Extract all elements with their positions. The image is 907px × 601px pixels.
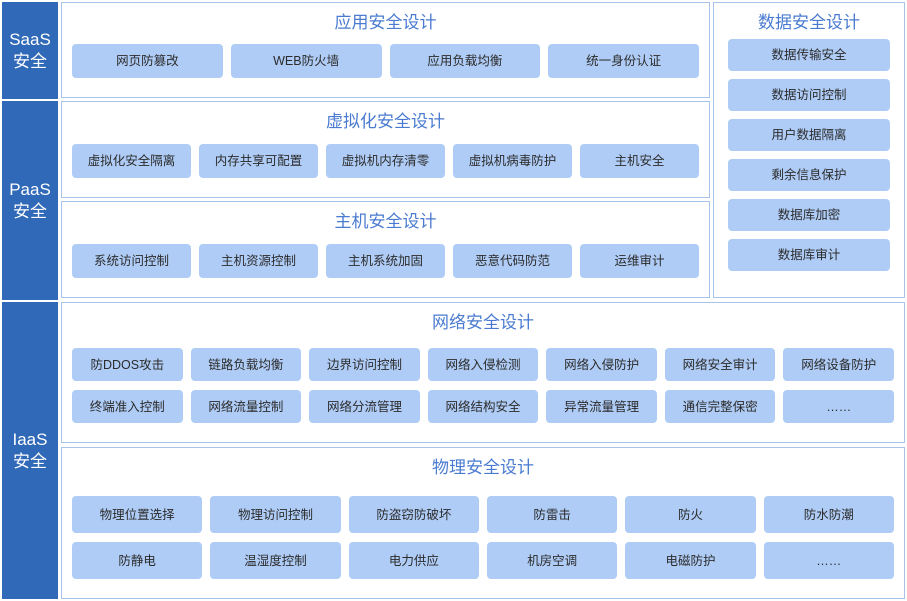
panel-host-security-title: 主机安全设计 xyxy=(334,212,437,231)
chip-item[interactable]: 网络安全审计 xyxy=(664,348,776,381)
panel-physical-security-title: 物理安全设计 xyxy=(432,458,534,477)
chip-row: 防静电 温湿度控制 电力供应 机房空调 电磁防护 …… xyxy=(72,542,894,579)
panel-physical-security: 物理安全设计 物理位置选择 物理访问控制 防盗窃防破坏 防雷击 防火 防水防潮 … xyxy=(61,447,905,599)
panel-host-security-rows: 系统访问控制 主机资源控制 主机系统加固 恶意代码防范 运维审计 xyxy=(72,244,699,278)
sidebar-item-saas[interactable]: SaaS 安全 xyxy=(2,2,58,99)
chip-item[interactable]: WEB防火墙 xyxy=(230,44,382,78)
chip-item-ellipsis[interactable]: …… xyxy=(763,542,894,579)
sidebar-item-iaas-line1: IaaS xyxy=(12,429,48,449)
panel-data-security: 数据安全设计 数据传输安全 数据访问控制 用户数据隔离 剩余信息保护 数据库加密… xyxy=(713,2,905,298)
chip-item[interactable]: 通信完整保密 xyxy=(664,390,776,423)
sidebar-item-paas-line2: 安全 xyxy=(13,201,47,221)
chip-item[interactable]: 网络流量控制 xyxy=(190,390,302,423)
chip-item[interactable]: 网络设备防护 xyxy=(783,348,895,381)
panel-data-security-rows: 数据传输安全 数据访问控制 用户数据隔离 剩余信息保护 数据库加密 数据库审计 xyxy=(728,39,890,271)
chip-row: 数据传输安全 xyxy=(728,39,890,71)
sidebar-item-saas-line2: 安全 xyxy=(13,51,47,71)
sidebar-item-iaas-line2: 安全 xyxy=(13,451,47,471)
chip-item[interactable]: 防DDOS攻击 xyxy=(72,348,183,381)
chip-item[interactable]: 防水防潮 xyxy=(763,496,894,533)
panel-application-security-title: 应用安全设计 xyxy=(334,13,437,32)
panel-network-security: 网络安全设计 防DDOS攻击 链路负载均衡 边界访问控制 网络入侵检测 网络入侵… xyxy=(61,302,905,443)
chip-row: 物理位置选择 物理访问控制 防盗窃防破坏 防雷击 防火 防水防潮 xyxy=(72,496,894,533)
chip-item[interactable]: 数据访问控制 xyxy=(728,79,890,111)
sidebar-item-paas-line1: PaaS xyxy=(9,179,51,199)
chip-item[interactable]: 防静电 xyxy=(72,542,203,579)
chip-item[interactable]: 虚拟化安全隔离 xyxy=(72,144,191,178)
chip-row: 网页防篡改 WEB防火墙 应用负载均衡 统一身份认证 xyxy=(72,44,699,78)
chip-item[interactable]: 剩余信息保护 xyxy=(728,159,890,191)
panel-physical-security-rows: 物理位置选择 物理访问控制 防盗窃防破坏 防雷击 防火 防水防潮 防静电 温湿度… xyxy=(72,496,894,579)
panel-network-security-rows: 防DDOS攻击 链路负载均衡 边界访问控制 网络入侵检测 网络入侵防护 网络安全… xyxy=(72,348,895,423)
chip-item[interactable]: 虚拟机病毒防护 xyxy=(453,144,572,178)
chip-item[interactable]: 主机系统加固 xyxy=(326,244,445,278)
chip-item[interactable]: 物理访问控制 xyxy=(210,496,341,533)
chip-item[interactable]: 统一身份认证 xyxy=(548,44,699,78)
chip-item[interactable]: 虚拟机内存清零 xyxy=(326,144,445,178)
chip-row: 系统访问控制 主机资源控制 主机系统加固 恶意代码防范 运维审计 xyxy=(72,244,699,278)
sidebar-item-paas[interactable]: PaaS 安全 xyxy=(2,101,58,300)
chip-item[interactable]: 数据传输安全 xyxy=(728,39,890,71)
chip-item[interactable]: 链路负载均衡 xyxy=(190,348,302,381)
chip-item[interactable]: 网络入侵防护 xyxy=(546,348,657,381)
chip-row: 用户数据隔离 xyxy=(728,119,890,151)
panel-network-security-title: 网络安全设计 xyxy=(432,313,534,332)
chip-item[interactable]: 运维审计 xyxy=(580,244,699,278)
sidebar-item-iaas[interactable]: IaaS 安全 xyxy=(2,302,58,599)
chip-item[interactable]: 内存共享可配置 xyxy=(199,144,318,178)
panel-data-security-title: 数据安全设计 xyxy=(758,13,860,32)
chip-item[interactable]: 网络分流管理 xyxy=(309,390,420,423)
chip-item[interactable]: 防盗窃防破坏 xyxy=(348,496,479,533)
chip-row: 数据访问控制 xyxy=(728,79,890,111)
chip-item[interactable]: 主机资源控制 xyxy=(199,244,318,278)
chip-row: 虚拟化安全隔离 内存共享可配置 虚拟机内存清零 虚拟机病毒防护 主机安全 xyxy=(72,144,699,178)
chip-item[interactable]: 系统访问控制 xyxy=(72,244,191,278)
chip-item[interactable]: 网络入侵检测 xyxy=(427,348,539,381)
chip-row: 数据库加密 xyxy=(728,199,890,231)
chip-item[interactable]: 防火 xyxy=(625,496,756,533)
chip-item[interactable]: 网页防篡改 xyxy=(72,44,223,78)
chip-item[interactable]: 数据库加密 xyxy=(728,199,890,231)
chip-item[interactable]: 终端准入控制 xyxy=(72,390,183,423)
chip-item[interactable]: 恶意代码防范 xyxy=(453,244,572,278)
panel-virtualization-security-rows: 虚拟化安全隔离 内存共享可配置 虚拟机内存清零 虚拟机病毒防护 主机安全 xyxy=(72,144,699,178)
chip-item[interactable]: 边界访问控制 xyxy=(309,348,420,381)
chip-item-ellipsis[interactable]: …… xyxy=(783,390,895,423)
panel-application-security-rows: 网页防篡改 WEB防火墙 应用负载均衡 统一身份认证 xyxy=(72,44,699,78)
chip-item[interactable]: 电力供应 xyxy=(348,542,479,579)
chip-item[interactable]: 用户数据隔离 xyxy=(728,119,890,151)
sidebar-item-saas-line1: SaaS xyxy=(9,29,51,49)
chip-item[interactable]: 异常流量管理 xyxy=(546,390,657,423)
chip-item[interactable]: 主机安全 xyxy=(580,144,699,178)
service-model-sidebar: SaaS 安全 PaaS 安全 IaaS 安全 xyxy=(2,2,58,599)
chip-item[interactable]: 网络结构安全 xyxy=(427,390,539,423)
chip-row: 终端准入控制 网络流量控制 网络分流管理 网络结构安全 异常流量管理 通信完整保… xyxy=(72,390,895,423)
chip-item[interactable]: 机房空调 xyxy=(486,542,618,579)
panel-virtualization-security-title: 虚拟化安全设计 xyxy=(326,112,445,131)
chip-row: 数据库审计 xyxy=(728,239,890,271)
chip-item[interactable]: 物理位置选择 xyxy=(72,496,203,533)
panel-host-security: 主机安全设计 系统访问控制 主机资源控制 主机系统加固 恶意代码防范 运维审计 xyxy=(61,201,710,298)
panel-virtualization-security: 虚拟化安全设计 虚拟化安全隔离 内存共享可配置 虚拟机内存清零 虚拟机病毒防护 … xyxy=(61,101,710,198)
chip-row: 剩余信息保护 xyxy=(728,159,890,191)
chip-row: 防DDOS攻击 链路负载均衡 边界访问控制 网络入侵检测 网络入侵防护 网络安全… xyxy=(72,348,895,381)
chip-item[interactable]: 电磁防护 xyxy=(625,542,756,579)
chip-item[interactable]: 应用负载均衡 xyxy=(389,44,541,78)
chip-item[interactable]: 数据库审计 xyxy=(728,239,890,271)
chip-item[interactable]: 防雷击 xyxy=(486,496,618,533)
panel-application-security: 应用安全设计 网页防篡改 WEB防火墙 应用负载均衡 统一身份认证 xyxy=(61,2,710,98)
chip-item[interactable]: 温湿度控制 xyxy=(210,542,341,579)
